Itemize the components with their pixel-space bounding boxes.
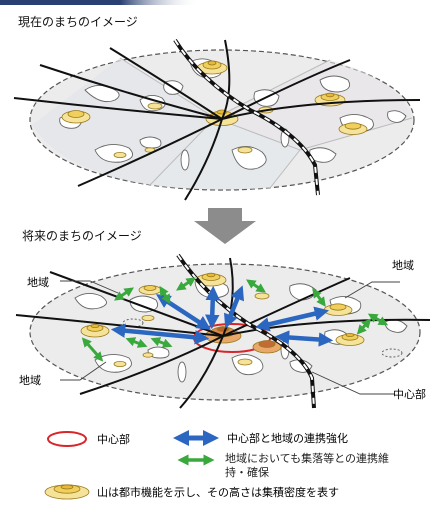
current-town-map: [13, 38, 421, 201]
legend-center-label: 中心部: [97, 432, 130, 446]
callout-area-bottom-left: 地域: [19, 374, 41, 387]
legend-center-ring-icon: [47, 431, 87, 447]
callout-area-top-right: 地域: [392, 259, 414, 272]
legend-mountain-icon: [44, 484, 90, 500]
legend-link-maintain-label: 地域においても集落等との連携維持・確保: [225, 452, 390, 479]
legend: 中心部 中心部と地域の連携強化 地域においても集落等との連携維持・確保 山は都市…: [44, 429, 390, 500]
callout-center-right: 中心部: [393, 387, 426, 401]
callout-area-top-left: 地域: [27, 276, 49, 289]
current-title: 現在のまちのイメージ: [18, 15, 138, 29]
link-maintain-arrows: [81, 277, 389, 362]
header-bar: [0, 0, 200, 5]
legend-link-maintain-box: 地域においても集落等との連携維持・確保: [225, 452, 390, 479]
future-title: 将来のまちのイメージ: [22, 229, 142, 243]
legend-mountain-label: 山は都市機能を示し、その高さは集積密度を表す: [97, 485, 339, 499]
legend-link-strengthen-label: 中心部と地域の連携強化: [227, 431, 348, 445]
future-town-map: [15, 253, 431, 409]
transition-arrow: [194, 208, 256, 244]
